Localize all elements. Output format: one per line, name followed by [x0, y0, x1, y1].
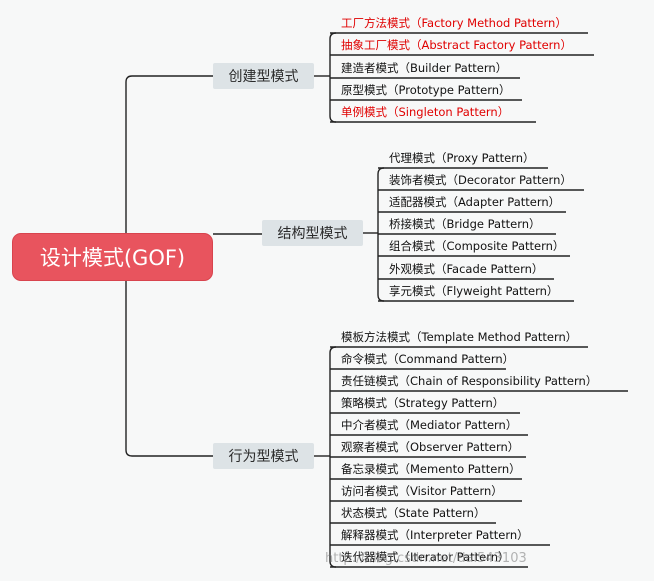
- category-node-2[interactable]: 行为型模式: [213, 443, 314, 469]
- pattern-item[interactable]: 装饰者模式（Decorator Pattern）: [389, 173, 572, 187]
- pattern-item[interactable]: 桥接模式（Bridge Pattern）: [389, 217, 541, 231]
- category-label: 创建型模式: [228, 69, 299, 85]
- pattern-item[interactable]: 享元模式（Flyweight Pattern）: [389, 284, 559, 298]
- root-label: 设计模式(GOF): [39, 246, 186, 270]
- pattern-item[interactable]: 策略模式（Strategy Pattern）: [341, 396, 505, 410]
- pattern-item[interactable]: 模板方法模式（Template Method Pattern）: [341, 330, 578, 344]
- spine-upper: [125, 75, 213, 233]
- category-label: 结构型模式: [277, 226, 348, 242]
- pattern-item[interactable]: 迭代器模式（Iterator Pattern）: [341, 550, 510, 564]
- pattern-item[interactable]: 状态模式（State Pattern）: [341, 506, 486, 520]
- root-node[interactable]: 设计模式(GOF): [12, 233, 213, 281]
- pattern-item[interactable]: 建造者模式（Builder Pattern）: [341, 61, 508, 75]
- spine-lower: [125, 281, 213, 457]
- pattern-item[interactable]: 适配器模式（Adapter Pattern）: [389, 195, 561, 209]
- pattern-item[interactable]: 代理模式（Proxy Pattern）: [389, 151, 535, 165]
- category-label: 行为型模式: [228, 449, 299, 465]
- pattern-item[interactable]: 访问者模式（Visitor Pattern）: [341, 484, 503, 498]
- watermark-text: http://blog.csdn.net/dai543103: [325, 551, 527, 566]
- pattern-item[interactable]: 命令模式（Command Pattern）: [341, 352, 515, 366]
- pattern-item[interactable]: 观察者模式（Observer Pattern）: [341, 440, 520, 454]
- pattern-item[interactable]: 解释器模式（Interpreter Pattern）: [341, 528, 529, 542]
- pattern-item[interactable]: 抽象工厂模式（Abstract Factory Pattern）: [341, 38, 572, 52]
- category-node-0[interactable]: 创建型模式: [213, 63, 314, 89]
- pattern-item[interactable]: 中介者模式（Mediator Pattern）: [341, 418, 518, 432]
- pattern-item[interactable]: 组合模式（Composite Pattern）: [389, 239, 565, 253]
- pattern-item[interactable]: 单例模式（Singleton Pattern）: [341, 105, 510, 119]
- pattern-item[interactable]: 责任链模式（Chain of Responsibility Pattern）: [341, 374, 598, 388]
- pattern-item[interactable]: 备忘录模式（Memento Pattern）: [341, 462, 521, 476]
- category-node-1[interactable]: 结构型模式: [262, 220, 363, 246]
- pattern-item[interactable]: 原型模式（Prototype Pattern）: [341, 83, 511, 97]
- pattern-item[interactable]: 工厂方法模式（Factory Method Pattern）: [341, 16, 567, 30]
- pattern-item[interactable]: 外观模式（Facade Pattern）: [389, 262, 544, 276]
